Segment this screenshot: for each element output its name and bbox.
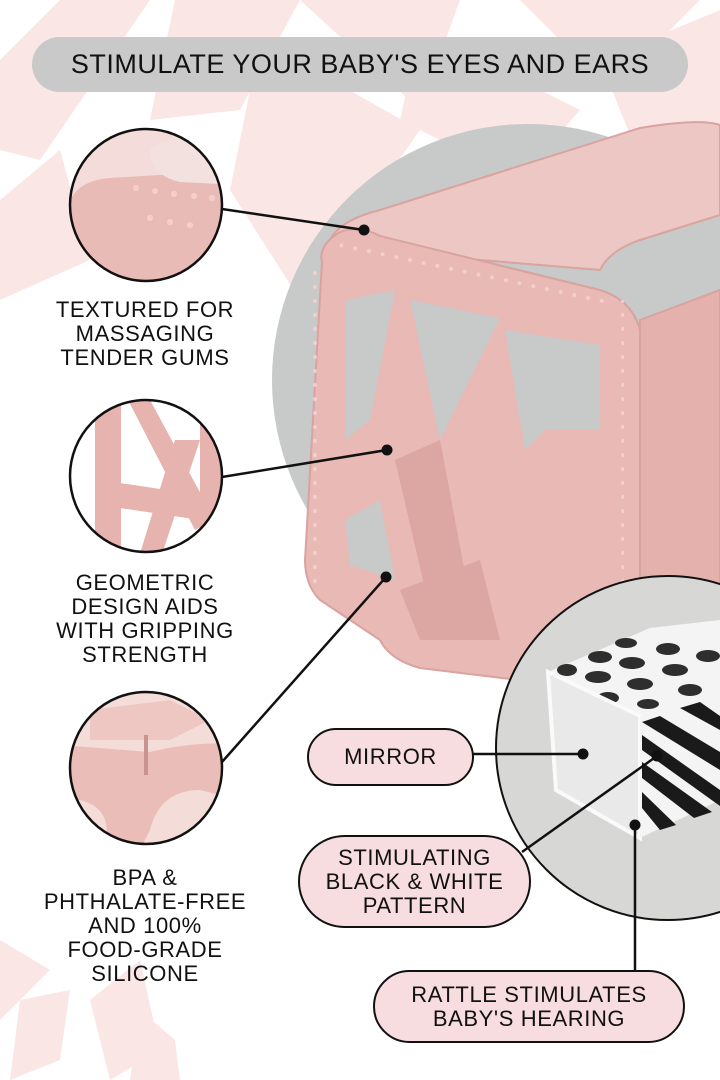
- feature-textured-gums: TEXTURED FOR MASSAGING TENDER GUMS: [55, 297, 235, 370]
- inset-cube: [545, 620, 720, 842]
- connector-lines: [221, 207, 658, 970]
- detail-circle-3: [68, 690, 224, 846]
- callout-rattle-hearing: RATTLE STIMULATES BABY'S HEARING: [373, 970, 685, 1043]
- feature-bpa-free-silicone: BPA & PHTHALATE-FREE AND 100% FOOD-GRADE…: [43, 865, 247, 986]
- connector-dots: [358, 224, 663, 831]
- callout-black-white-pattern: STIMULATING BLACK & WHITE PATTERN: [298, 835, 531, 928]
- cube-inner-struts: [395, 440, 500, 640]
- detail-circle-2: [68, 398, 224, 554]
- cube-openings: [345, 290, 600, 580]
- callout-mirror: MIRROR: [307, 728, 474, 786]
- title-banner: STIMULATE YOUR BABY'S EYES AND EARS: [32, 37, 688, 92]
- banner-title: STIMULATE YOUR BABY'S EYES AND EARS: [70, 49, 650, 79]
- feature-geometric-design: GEOMETRIC DESIGN AIDS WITH GRIPPING STRE…: [56, 570, 234, 667]
- detail-circle-1: [68, 127, 224, 283]
